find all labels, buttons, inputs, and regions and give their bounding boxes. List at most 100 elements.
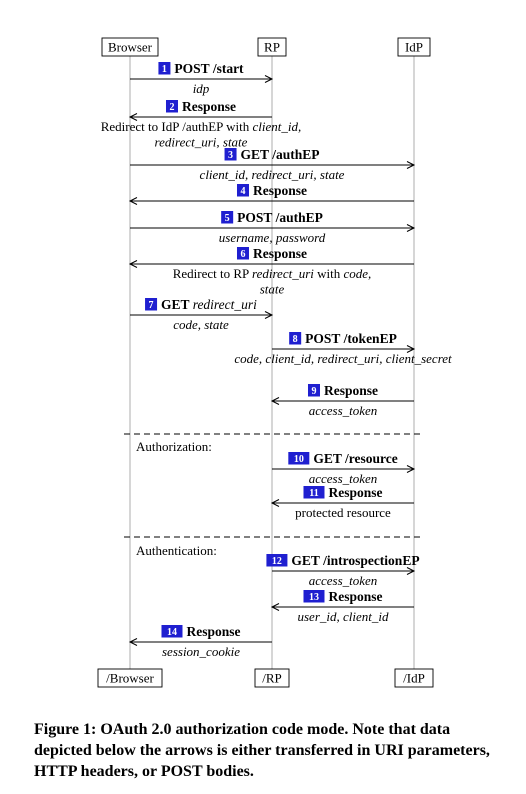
message-label: GET /authEP bbox=[241, 147, 320, 162]
step-number: 1 bbox=[162, 64, 167, 75]
step-badge bbox=[303, 590, 325, 603]
message-detail: session_cookie bbox=[162, 644, 240, 659]
message-14: Response 14 session_cookie bbox=[128, 624, 272, 659]
message-detail: client_id, redirect_uri, state bbox=[200, 167, 345, 182]
message-detail: access_token bbox=[309, 403, 378, 418]
figure-caption: Figure 1: OAuth 2.0 authorization code m… bbox=[34, 721, 490, 780]
arrow-head bbox=[264, 311, 274, 319]
step-badge bbox=[158, 62, 171, 75]
arrow-head bbox=[128, 113, 138, 121]
message-detail: user_id, client_id bbox=[298, 609, 389, 624]
message-detail: protected resource bbox=[295, 505, 391, 520]
step-badge bbox=[236, 247, 249, 260]
section-label: Authentication: bbox=[136, 543, 217, 558]
message-5: POST /authEP 5 username, password bbox=[130, 210, 416, 245]
participant-label: /Browser bbox=[106, 671, 154, 686]
step-number: 11 bbox=[309, 488, 318, 499]
arrow-head bbox=[406, 567, 416, 575]
arrow-head bbox=[406, 224, 416, 232]
message-detail: access_token bbox=[309, 471, 378, 486]
participant-bottom-0: /Browser bbox=[97, 668, 163, 688]
step-badge bbox=[289, 332, 302, 345]
message-4: Response 4 bbox=[128, 183, 414, 205]
participant-bottom-1: /RP bbox=[254, 668, 290, 688]
arrow-head bbox=[264, 75, 274, 83]
step-number: 6 bbox=[240, 249, 245, 260]
arrow-head bbox=[270, 397, 280, 405]
section-label: Authorization: bbox=[136, 439, 212, 454]
arrow-head bbox=[406, 161, 416, 169]
step-badge bbox=[224, 148, 237, 161]
message-label: Response bbox=[186, 624, 240, 639]
message-label: Response bbox=[182, 99, 236, 114]
message-13: Response 13 user_id, client_id bbox=[270, 589, 414, 624]
message-detail: redirect_uri, state bbox=[155, 135, 248, 150]
message-label: Response bbox=[253, 246, 307, 261]
arrow-head bbox=[128, 260, 138, 268]
arrow-head bbox=[406, 345, 416, 353]
arrow-head bbox=[406, 465, 416, 473]
step-badge bbox=[307, 384, 320, 397]
message-label: POST /tokenEP bbox=[305, 331, 397, 346]
message-label: Response bbox=[253, 183, 307, 198]
message-9: Response 9 access_token bbox=[270, 383, 414, 418]
arrow-head bbox=[128, 197, 138, 205]
message-detail: username, password bbox=[219, 230, 326, 245]
participant-label: IdP bbox=[405, 40, 423, 55]
participant-label: Browser bbox=[108, 40, 153, 55]
message-label: GET /introspectionEP bbox=[291, 553, 419, 568]
step-number: 10 bbox=[294, 454, 304, 465]
message-detail: state bbox=[260, 282, 285, 297]
message-12: GET /introspectionEP 12 access_token bbox=[266, 553, 420, 588]
step-badge bbox=[236, 184, 249, 197]
message-detail: code, state bbox=[173, 317, 229, 332]
step-badge bbox=[145, 298, 158, 311]
message-detail: access_token bbox=[309, 573, 378, 588]
step-number: 2 bbox=[169, 102, 174, 113]
participant-top-2: IdP bbox=[397, 37, 431, 57]
arrow-head bbox=[128, 638, 138, 646]
step-badge bbox=[303, 486, 325, 499]
message-3: GET /authEP 3 client_id, redirect_uri, sta… bbox=[130, 147, 416, 182]
message-11: Response 11 protected resource bbox=[270, 485, 414, 520]
step-badge bbox=[161, 625, 183, 638]
message-detail: Redirect to IdP /authEP with client_id, bbox=[101, 119, 302, 134]
message-label: GET /resource bbox=[313, 451, 397, 466]
step-number: 8 bbox=[293, 334, 298, 345]
step-badge bbox=[288, 452, 310, 465]
step-number: 3 bbox=[228, 150, 233, 161]
message-8: POST /tokenEP 8 code, client_id, redirect_… bbox=[234, 331, 452, 366]
step-badge bbox=[266, 554, 288, 567]
participant-label: /RP bbox=[262, 671, 282, 686]
message-label: Response bbox=[328, 589, 382, 604]
message-10: GET /resource 10 access_token bbox=[272, 451, 416, 486]
message-label: POST /authEP bbox=[237, 210, 323, 225]
participant-bottom-2: /IdP bbox=[394, 668, 434, 688]
step-badge bbox=[221, 211, 234, 224]
participant-top-0: Browser bbox=[101, 37, 159, 57]
message-label: Response bbox=[328, 485, 382, 500]
step-number: 9 bbox=[311, 386, 316, 397]
message-label: POST /start bbox=[174, 61, 244, 76]
step-number: 13 bbox=[309, 592, 319, 603]
participant-label: /IdP bbox=[403, 671, 425, 686]
sequence-diagram: Browser/Browser RP/RP IdP/IdP Authorization… bbox=[97, 37, 452, 688]
step-number: 4 bbox=[240, 186, 245, 197]
message-detail: Redirect to RP redirect_uri with code, bbox=[173, 266, 372, 281]
message-detail: idp bbox=[193, 81, 210, 96]
message-label: GET redirect_uri bbox=[161, 297, 257, 312]
arrow-head bbox=[270, 499, 280, 507]
step-number: 12 bbox=[272, 556, 282, 567]
step-number: 14 bbox=[167, 627, 177, 638]
message-7: GET redirect_uri 7 code, state bbox=[130, 297, 274, 332]
message-detail: code, client_id, redirect_uri, client_se… bbox=[234, 351, 452, 366]
message-label: Response bbox=[324, 383, 378, 398]
message-1: POST /start 1 idp bbox=[130, 61, 274, 96]
step-badge bbox=[165, 100, 178, 113]
participant-label: RP bbox=[264, 40, 280, 55]
step-number: 7 bbox=[149, 300, 154, 311]
participant-top-1: RP bbox=[257, 37, 287, 57]
step-number: 5 bbox=[225, 213, 230, 224]
